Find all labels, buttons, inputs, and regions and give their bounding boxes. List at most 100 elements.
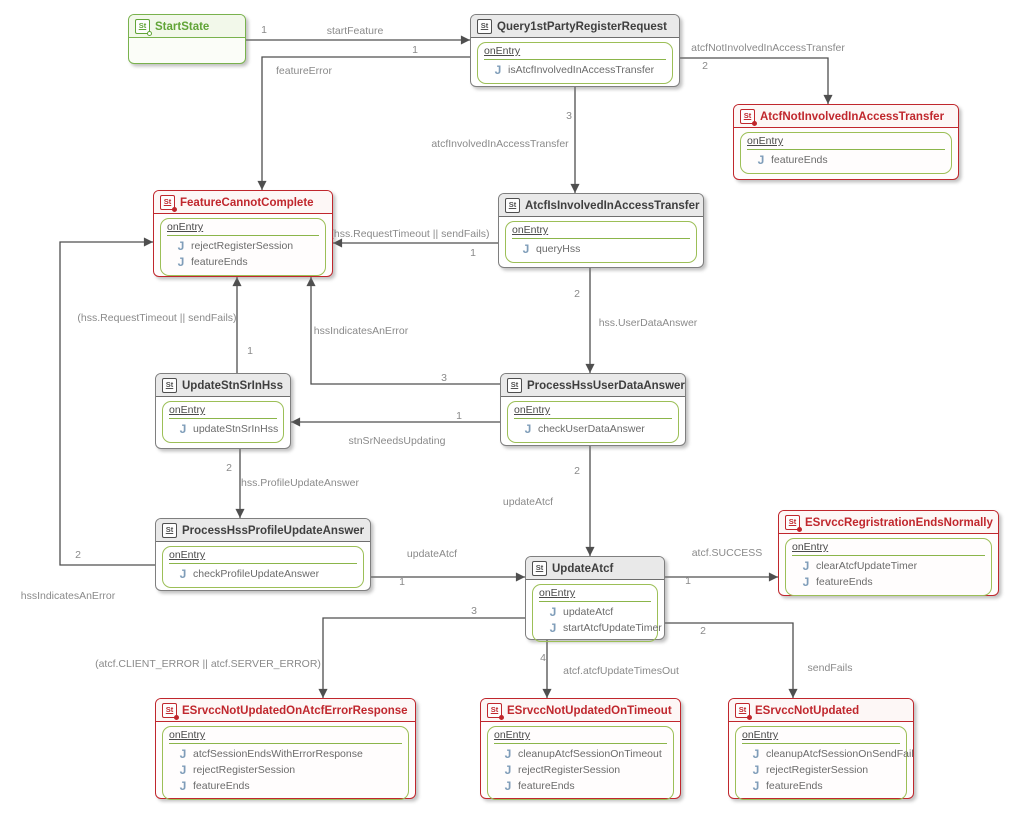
on-entry-label: onEntry (742, 729, 900, 744)
end-state-badge-icon (747, 715, 752, 720)
action-name: queryHss (536, 243, 581, 255)
action-icon: J (752, 763, 760, 777)
state-header: St Query1stPartyRegisterRequest (471, 15, 679, 38)
action-name: updateAtcf (563, 606, 614, 618)
state-title: Query1stPartyRegisterRequest (497, 20, 668, 33)
state-icon: St (477, 19, 492, 34)
transition-Query1stPartyRegisterRequest-to-AtcfNotInvolvedInAccessTransfer (680, 57, 833, 104)
action-name: checkUserDataAnswer (538, 423, 645, 435)
action-name: checkProfileUpdateAnswer (193, 568, 320, 580)
transition-label: atcf.SUCCESS (691, 547, 763, 559)
action-icon: J (802, 559, 810, 573)
action-name: featureEnds (816, 576, 873, 588)
transition-UpdateAtcf-to-ESrvccNotUpdated (665, 622, 798, 698)
state-icon: St (785, 515, 802, 532)
transition-sequence-number: 2 (700, 625, 706, 637)
transition-label: (hss.RequestTimeout || sendFails) (77, 312, 237, 324)
transition-ProcessHssUserDataAnswer-to-FeatureCannotComplete (306, 276, 500, 385)
action-name: featureEnds (518, 780, 575, 792)
state-title: ESrvccNotUpdatedOnAtcfErrorResponse (182, 704, 408, 717)
state-title: ESrvccNotUpdated (755, 704, 860, 717)
state-title: StartState (155, 20, 210, 33)
action-icon: J (179, 779, 187, 793)
state-title: UpdateAtcf (552, 562, 614, 575)
state-title: AtcfNotInvolvedInAccessTransfer (760, 110, 945, 123)
transition-label: hssIndicatesAnError (313, 325, 409, 337)
on-entry-label: onEntry (169, 404, 277, 419)
transition-Query1stPartyRegisterRequest-to-FeatureCannotComplete (257, 56, 470, 190)
action-name: startAtcfUpdateTimer (563, 622, 662, 634)
action-name: rejectRegisterSession (191, 240, 294, 252)
state-icon: St (532, 561, 547, 576)
state-icon: St (505, 198, 520, 213)
transition-sequence-number: 3 (441, 372, 447, 384)
state-icon: St (507, 378, 522, 393)
action-icon: J (494, 63, 502, 77)
action-icon: J (802, 575, 810, 589)
action-icon: J (757, 153, 765, 167)
transition-sequence-number: 1 (261, 24, 267, 36)
transition-sequence-number: 2 (574, 288, 580, 300)
on-entry-label: onEntry (169, 729, 402, 744)
action-name: clearAtcfUpdateTimer (816, 560, 918, 572)
action-name: featureEnds (771, 154, 828, 166)
transition-label: updateAtcf (406, 548, 458, 560)
action-name: rejectRegisterSession (518, 764, 621, 776)
state-icon: St (735, 703, 752, 720)
action-icon: J (549, 605, 557, 619)
action-icon: J (524, 422, 532, 436)
action-name: cleanupAtcfSessionOnTimeout (518, 748, 662, 760)
transition-ProcessHssProfileUpdateAnswer-to-FeatureCannotComplete (59, 237, 155, 566)
on-entry-label: onEntry (792, 541, 985, 556)
state-icon: St (135, 19, 152, 36)
transition-sequence-number: 1 (399, 576, 405, 588)
action-icon: J (504, 779, 512, 793)
transition-label: (hss.RequestTimeout || sendFails) (330, 228, 490, 240)
state-icon: St (160, 195, 177, 212)
transition-sequence-number: 2 (75, 549, 81, 561)
action-icon: J (549, 621, 557, 635)
state-title: ESrvccRegristrationEndsNormally (805, 516, 993, 529)
state-icon: St (487, 703, 504, 720)
action-icon: J (522, 242, 530, 256)
transition-sequence-number: 2 (702, 60, 708, 72)
state-title: ESrvccNotUpdatedOnTimeout (507, 704, 672, 717)
action-name: featureEnds (193, 780, 250, 792)
